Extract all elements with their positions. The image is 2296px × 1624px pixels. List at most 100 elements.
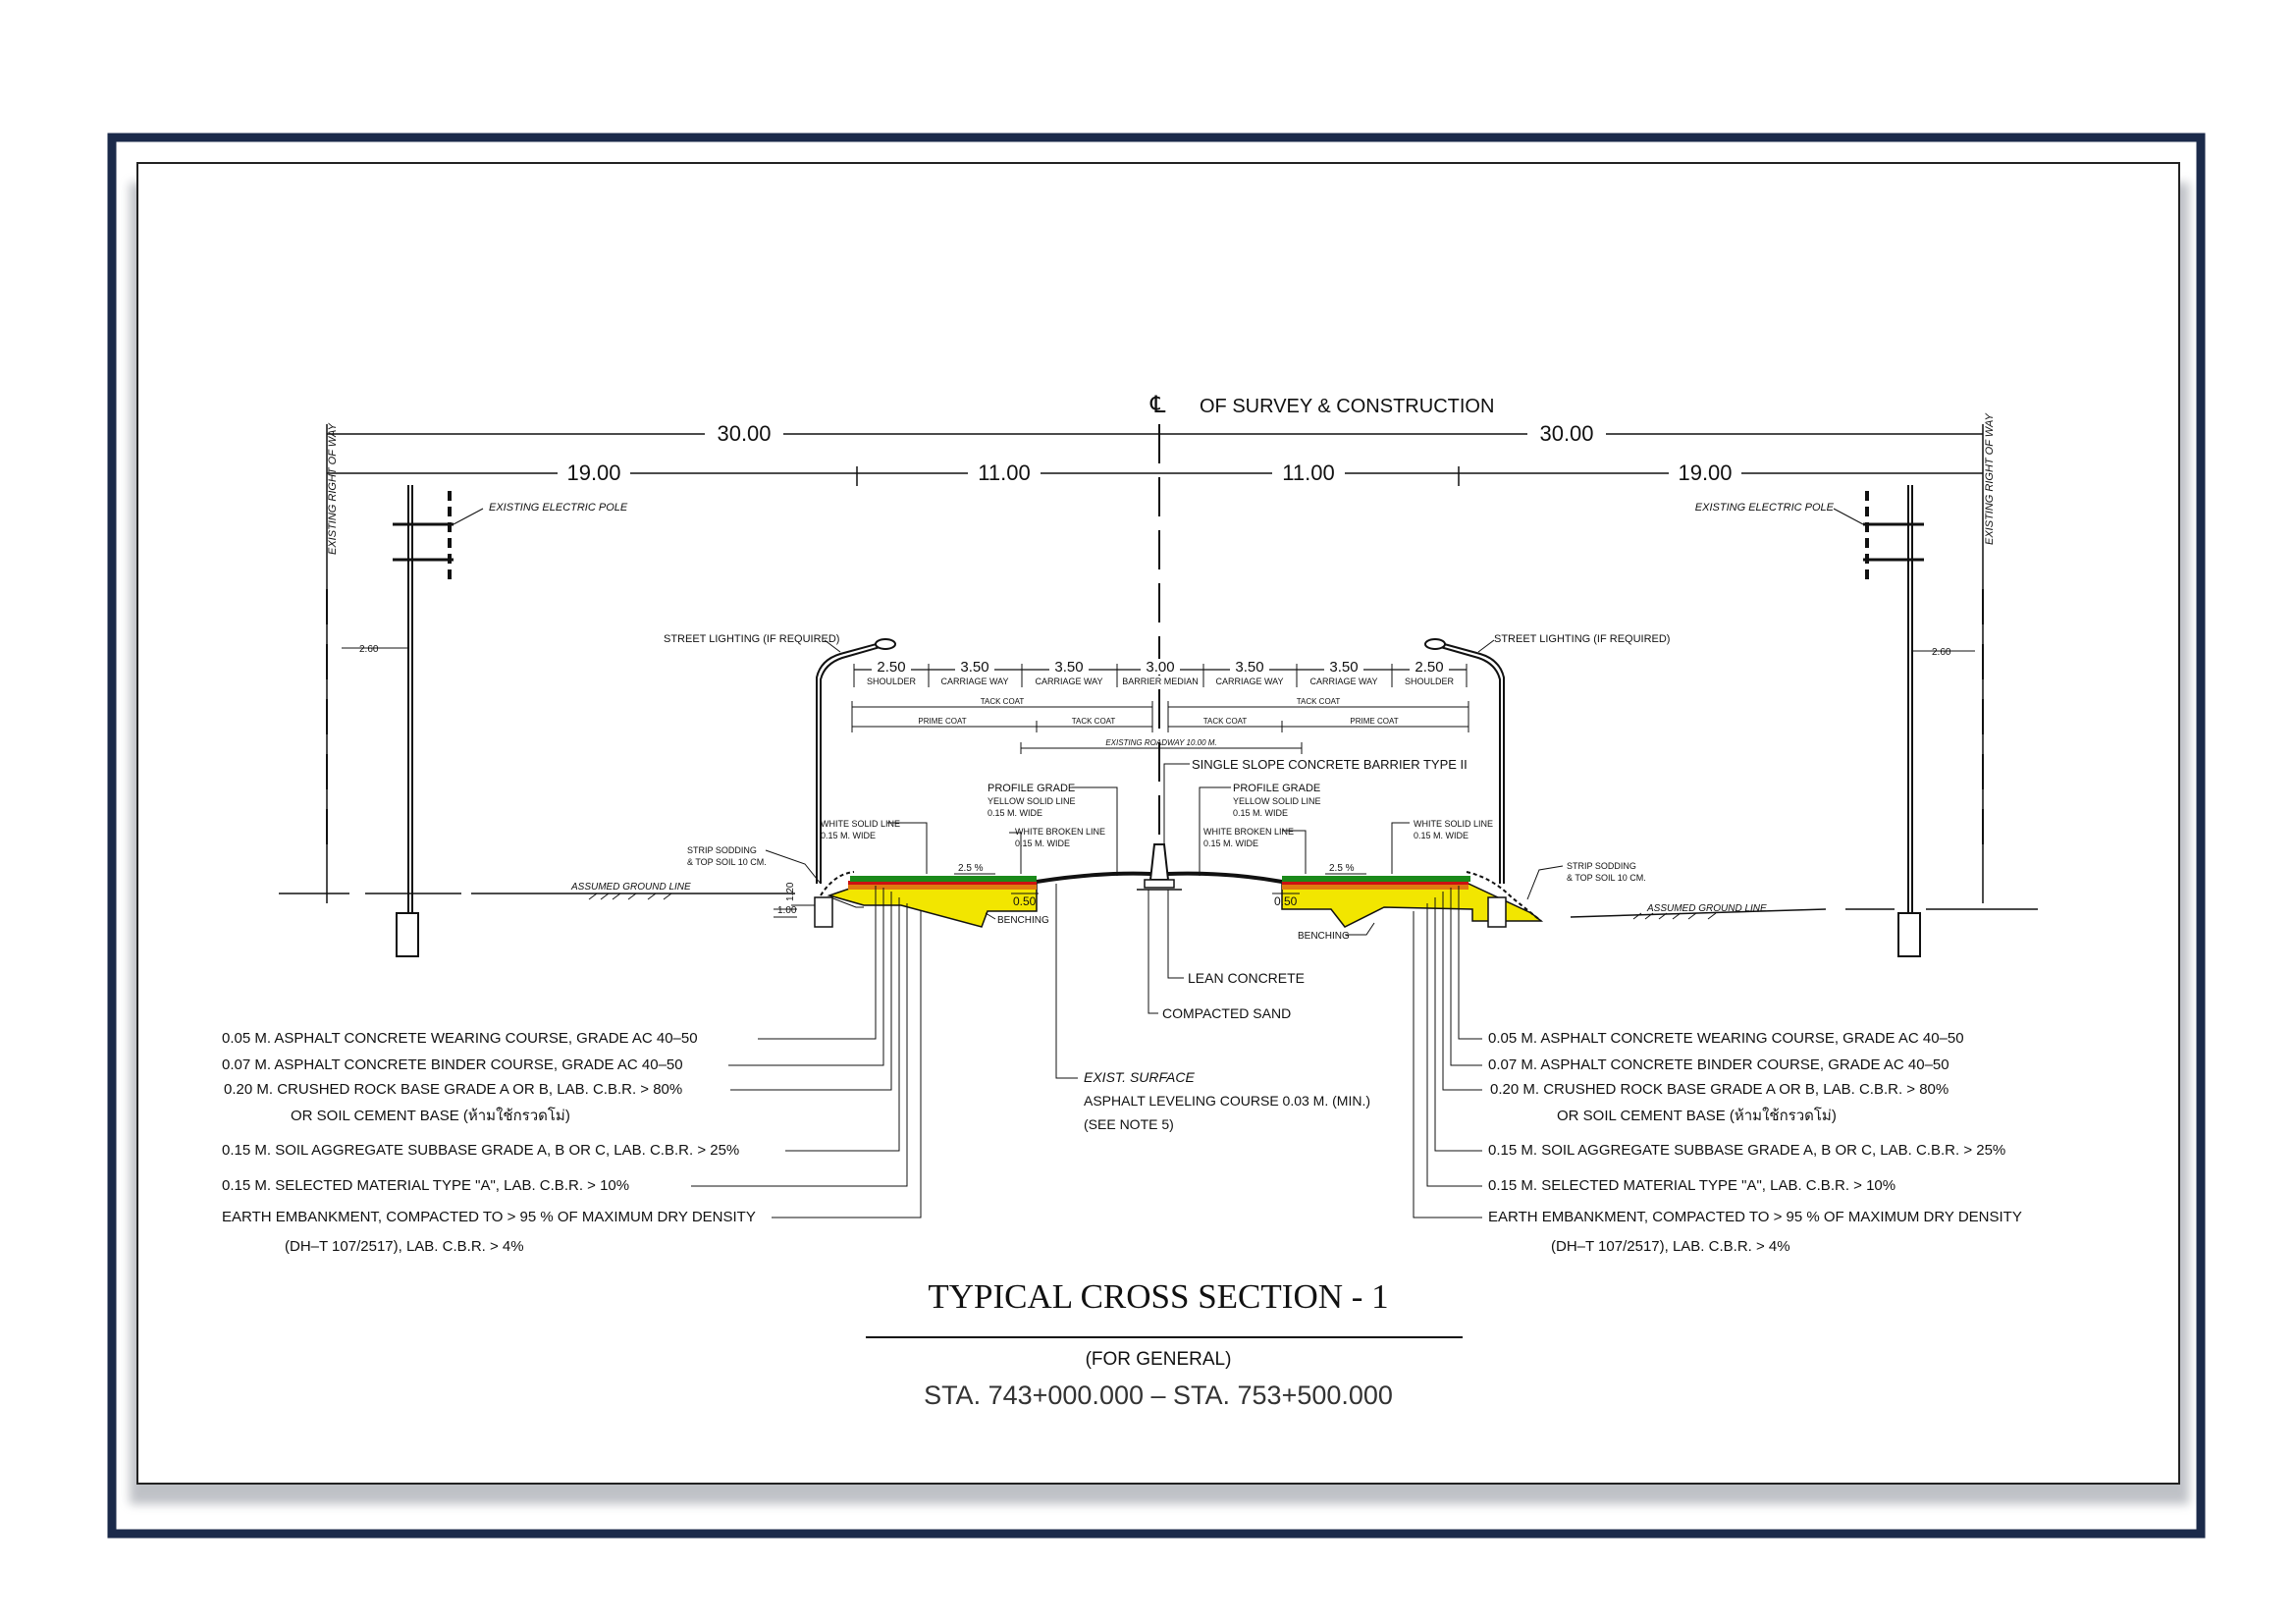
right-layer-6: EARTH EMBANKMENT, COMPACTED TO > 95 % OF… [1488,1209,2022,1225]
prime-coat-right: PRIME COAT [1350,717,1398,726]
white-solid-right-2: 0.15 M. WIDE [1414,831,1468,840]
lane-width-6: 3.50 [1329,659,1358,676]
benching-left: BENCHING [997,915,1049,926]
pole-right-label: EXISTING ELECTRIC POLE [1695,502,1835,514]
barrier-label: SINGLE SLOPE CONCRETE BARRIER TYPE II [1192,757,1468,772]
yellow-left-1: YELLOW SOLID LINE [988,796,1076,806]
right-layer-3b: OR SOIL CEMENT BASE (ห้ามใช้กรวดโม่) [1557,1107,1837,1124]
white-broken-left-2: 0.15 M. WIDE [1015,839,1070,848]
h-120: 1.20 [785,882,796,901]
slope-right: 2.5 % [1329,863,1355,874]
right-layer-leaders [1413,886,1482,1218]
profile-left: PROFILE GRADE [988,783,1075,794]
right-layer-4: 0.15 M. SOIL AGGREGATE SUBBASE GRADE A, … [1488,1142,2005,1159]
yellow-right-2: 0.15 M. WIDE [1233,808,1288,818]
left-layer-legend: 0.05 M. ASPHALT CONCRETE WEARING COURSE,… [222,1030,756,1255]
left-layer-3b: OR SOIL CEMENT BASE (ห้ามใช้กรวดโม่) [291,1107,570,1124]
title-block: TYPICAL CROSS SECTION - 1 (FOR GENERAL) … [866,1277,1463,1410]
row-left-label: EXISTING RIGHT OF WAY [327,422,339,555]
tack-coat-right: TACK COAT [1297,697,1341,706]
station-range: STA. 743+000.000 – STA. 753+500.000 [924,1380,1393,1410]
white-solid-left-1: WHITE SOLID LINE [821,819,900,829]
drawing-subtitle: (FOR GENERAL) [1086,1349,1232,1370]
dim-11-left: 11.00 [978,460,1030,485]
left-layer-4: 0.15 M. SOIL AGGREGATE SUBBASE GRADE A, … [222,1142,739,1159]
lane-width-2: 3.50 [960,659,988,676]
tack-inner-right: TACK COAT [1203,717,1248,726]
electric-pole-left: EXISTING ELECTRIC POLE 2.60 [326,485,628,957]
tack-coat-left: TACK COAT [981,697,1025,706]
left-layer-6b: (DH–T 107/2517), LAB. C.B.R. > 4% [285,1238,524,1255]
leveling-course: ASPHALT LEVELING COURSE 0.03 M. (MIN.) [1084,1093,1370,1109]
street-light-left: STREET LIGHTING (IF REQUIRED) [664,633,896,884]
pole-left-offset: 2.60 [359,644,379,655]
lane-width-7: 2.50 [1415,659,1443,676]
dim-050-right: 0.50 [1274,894,1298,908]
strip-left-1: STRIP SODDING [687,845,757,855]
dim-19-right: 19.00 [1678,460,1732,485]
dim-30-right: 30.00 [1539,421,1593,446]
sheet-frame [107,133,2206,1539]
yellow-right-1: YELLOW SOLID LINE [1233,796,1321,806]
right-layer-5: 0.15 M. SELECTED MATERIAL TYPE "A", LAB.… [1488,1177,1896,1194]
lane-width-4: 3.00 [1146,659,1174,676]
see-note: (SEE NOTE 5) [1084,1116,1174,1132]
strip-right-2: & TOP SOIL 10 CM. [1567,873,1646,883]
existing-roadway: EXISTING ROADWAY 10.00 M. [1105,738,1216,747]
lane-name-2: CARRIAGE WAY [940,677,1008,686]
left-layer-2: 0.07 M. ASPHALT CONCRETE BINDER COURSE, … [222,1056,683,1073]
left-pavement-section: 1.20 1.00 [774,871,1038,928]
left-layer-6: EARTH EMBANKMENT, COMPACTED TO > 95 % OF… [222,1209,756,1225]
white-broken-right-2: 0.15 M. WIDE [1203,839,1258,848]
profile-right: PROFILE GRADE [1233,783,1320,794]
white-solid-right-1: WHITE SOLID LINE [1414,819,1493,829]
strip-left-2: & TOP SOIL 10 CM. [687,857,767,867]
benching-right: BENCHING [1298,931,1350,942]
centerline: ℄ OF SURVEY & CONSTRUCTION [1149,393,1494,874]
cl-symbol: ℄ [1149,393,1166,418]
ground-right-label: ASSUMED GROUND LINE [1646,903,1767,914]
right-layer-legend: 0.05 M. ASPHALT CONCRETE WEARING COURSE,… [1488,1030,2022,1255]
lane-width-5: 3.50 [1235,659,1263,676]
right-layer-1: 0.05 M. ASPHALT CONCRETE WEARING COURSE,… [1488,1030,1964,1047]
lane-name-3: CARRIAGE WAY [1035,677,1102,686]
row-right-label: EXISTING RIGHT OF WAY [1984,412,1996,545]
lane-name-5: CARRIAGE WAY [1215,677,1283,686]
lane-width-1: 2.50 [877,659,905,676]
left-layer-5: 0.15 M. SELECTED MATERIAL TYPE "A", LAB.… [222,1177,629,1194]
white-broken-right-1: WHITE BROKEN LINE [1203,827,1294,837]
dim-30-left: 30.00 [717,421,771,446]
street-light-right: STREET LIGHTING (IF REQUIRED) [1424,633,1670,884]
strip-right-1: STRIP SODDING [1567,861,1636,871]
dim-050-left: 0.50 [1013,894,1037,908]
lane-name-4: BARRIER MEDIAN [1122,677,1199,686]
exist-surface: EXIST. SURFACE [1084,1069,1195,1085]
dim-11-right: 11.00 [1282,460,1334,485]
lane-width-3: 3.50 [1054,659,1083,676]
left-layer-1: 0.05 M. ASPHALT CONCRETE WEARING COURSE,… [222,1030,698,1047]
lane-name-1: SHOULDER [867,677,917,686]
dim-19-left: 19.00 [566,460,620,485]
tack-inner-left: TACK COAT [1072,717,1116,726]
right-pavement-section [1281,871,1544,928]
slope-left: 2.5 % [958,863,984,874]
ground-lines: ASSUMED GROUND LINE ASSUMED GROUND LINE [279,882,2038,920]
right-layer-3: 0.20 M. CRUSHED ROCK BASE GRADE A OR B, … [1490,1081,1949,1098]
section-labels: SINGLE SLOPE CONCRETE BARRIER TYPE II PR… [687,757,1646,1132]
street-light-right-label: STREET LIGHTING (IF REQUIRED) [1494,633,1670,645]
left-layer-leaders [691,886,922,1218]
prime-coat-left: PRIME COAT [918,717,966,726]
centerline-label: OF SURVEY & CONSTRUCTION [1200,396,1494,417]
right-layer-2: 0.07 M. ASPHALT CONCRETE BINDER COURSE, … [1488,1056,1949,1073]
lean-concrete: LEAN CONCRETE [1188,970,1305,986]
central-road-barrier [1036,843,1283,891]
lane-name-6: CARRIAGE WAY [1309,677,1377,686]
pole-left-label: EXISTING ELECTRIC POLE [489,502,628,514]
street-light-left-label: STREET LIGHTING (IF REQUIRED) [664,633,839,645]
w-100: 1.00 [777,905,797,916]
left-layer-3: 0.20 M. CRUSHED ROCK BASE GRADE A OR B, … [224,1081,682,1098]
electric-pole-right: EXISTING ELECTRIC POLE 2.60 [1695,485,1984,957]
white-solid-left-2: 0.15 M. WIDE [821,831,876,840]
pole-right-offset: 2.60 [1932,647,1951,658]
ground-left-label: ASSUMED GROUND LINE [570,882,691,893]
